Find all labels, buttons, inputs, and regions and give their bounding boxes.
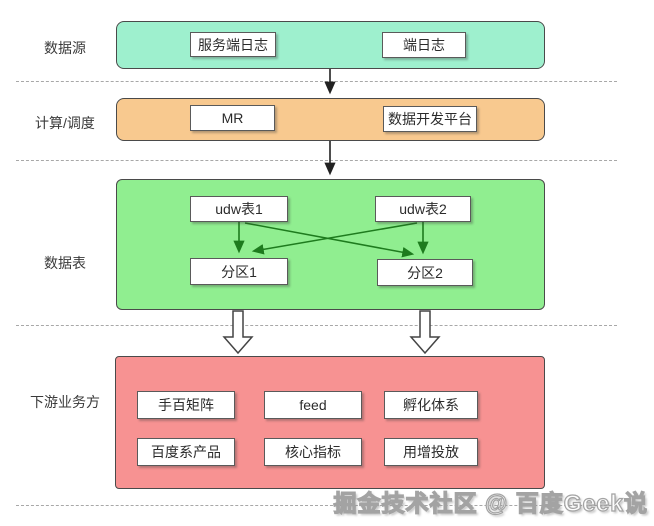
band-data-source [116,21,545,69]
node-partition-2: 分区2 [377,259,473,286]
node-incubation-system: 孵化体系 [384,391,478,419]
node-core-metrics: 核心指标 [264,438,362,466]
hollow-down-arrow-icon-right [409,310,441,355]
dashed-divider-3 [16,325,617,326]
node-udw-table-2: udw表2 [375,196,471,222]
node-udw-table-1: udw表1 [190,196,288,222]
node-user-growth-ads: 用增投放 [384,438,478,466]
node-client-log: 端日志 [382,32,466,58]
hollow-down-arrow-icon-left [222,310,254,355]
band-compute-schedule [116,98,545,141]
node-feed: feed [264,391,362,419]
node-server-log: 服务端日志 [190,32,276,57]
row-label-data-source: 数据源 [44,40,86,56]
node-baidu-products: 百度系产品 [137,438,235,466]
node-shoubai-matrix: 手百矩阵 [137,391,235,419]
row-label-data-tables: 数据表 [44,255,86,271]
band-downstream [115,356,545,489]
dashed-divider-1 [16,81,617,82]
node-data-dev-platform: 数据开发平台 [383,106,477,132]
row-label-downstream: 下游业务方 [30,394,100,410]
row-label-compute-schedule: 计算/调度 [35,115,95,131]
dashed-divider-2 [16,160,617,161]
node-partition-1: 分区1 [190,258,288,285]
watermark-text: 掘金技术社区 @ 百度Geek说 [333,489,648,516]
dashed-divider-4 [16,505,617,506]
node-mr: MR [190,105,275,131]
band-data-tables [116,179,545,310]
